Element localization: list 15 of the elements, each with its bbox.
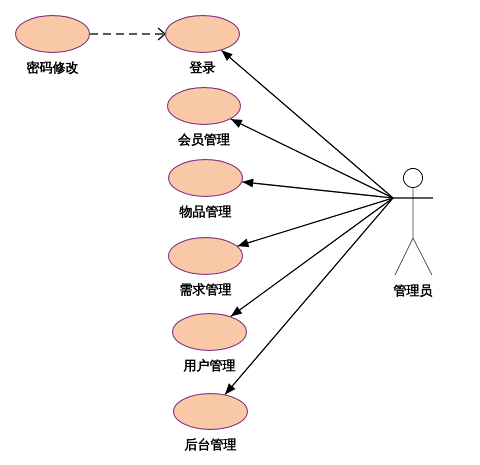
use-case-label: 后台管理	[184, 437, 236, 452]
use-case-label: 登录	[190, 60, 216, 75]
use-case-label: 会员管理	[178, 132, 230, 147]
arrow	[242, 178, 394, 199]
arrow	[237, 197, 394, 248]
arrow	[230, 118, 394, 199]
use-case-label: 需求管理	[180, 282, 232, 297]
use-case-label: 物品管理	[180, 204, 232, 219]
dashed-arrow	[90, 27, 166, 41]
arrow	[224, 198, 394, 395]
actor-label: 管理员	[394, 283, 432, 298]
use-case-label: 用户管理	[184, 358, 236, 373]
arrow	[230, 197, 394, 317]
arrow	[221, 50, 394, 198]
use-case-label: 密码修改	[26, 60, 78, 75]
